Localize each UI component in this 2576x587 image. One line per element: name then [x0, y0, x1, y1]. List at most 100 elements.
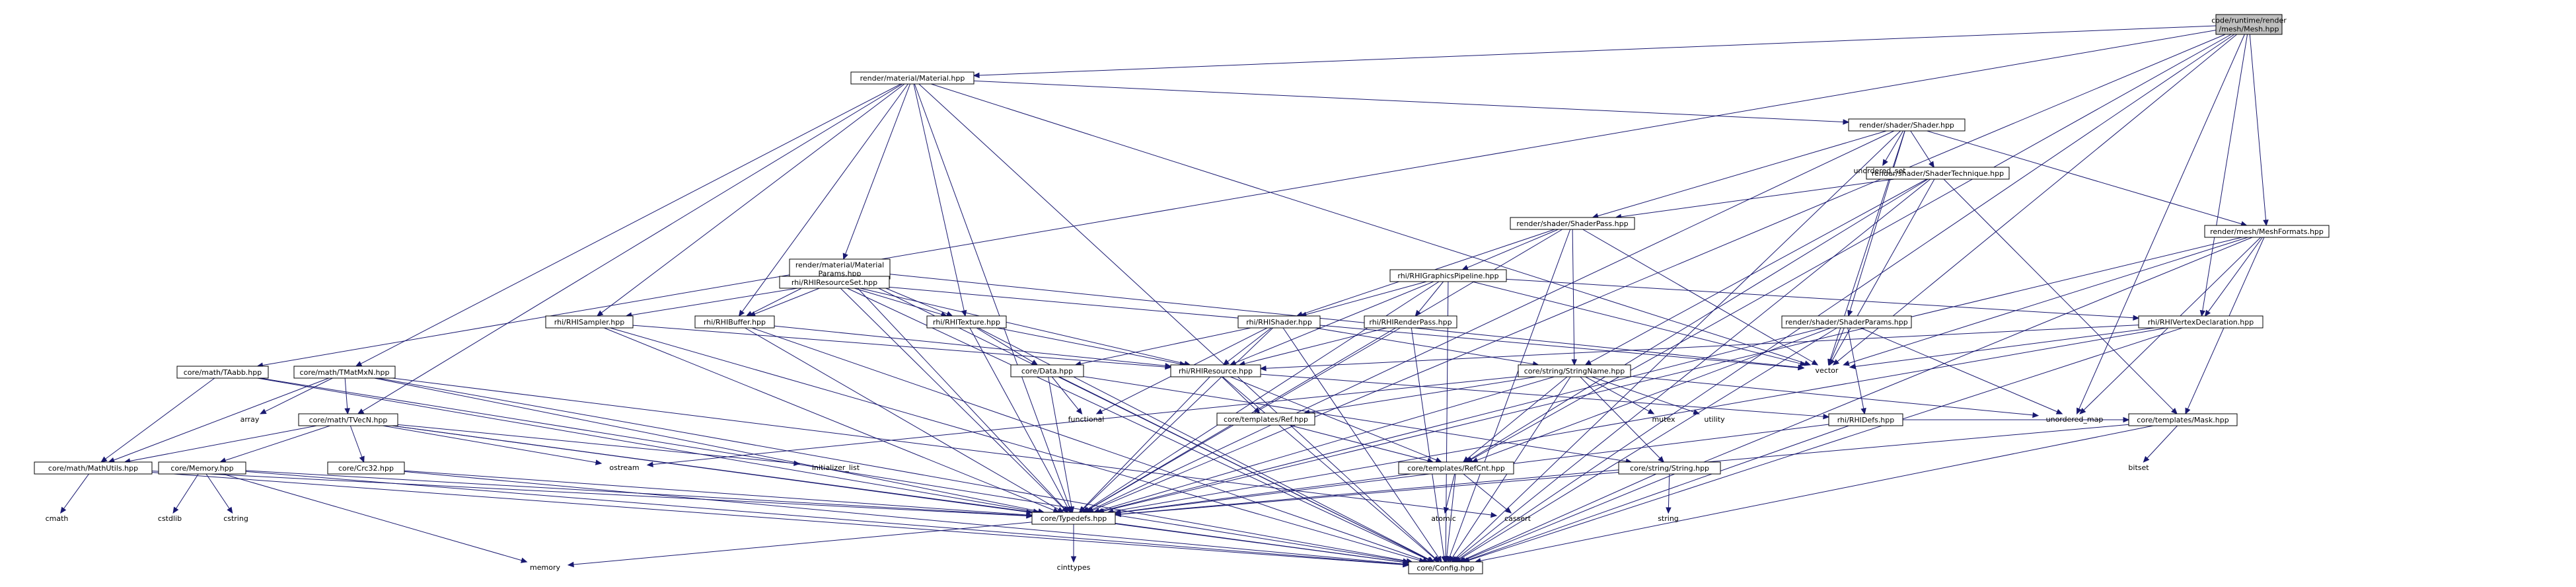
edge-matparams-to-vector: [889, 274, 1799, 368]
edge-arrowhead: [359, 455, 365, 463]
node-config[interactable]: core/Config.hpp: [1408, 561, 1483, 574]
edge-vertexdecl-to-vector: [1855, 327, 2155, 367]
node-box: [1510, 217, 1635, 230]
edge-arrowhead: [60, 506, 67, 514]
node-resset[interactable]: rhi/RHIResourceSet.hpp: [779, 276, 890, 289]
node-typedefs[interactable]: core/Typedefs.hpp: [1031, 512, 1116, 525]
edge-string-to-string_std: [1668, 473, 1670, 508]
node-rhishader[interactable]: rhi/RHIShader.hpp: [1237, 315, 1321, 329]
edge-tvecn-to-initializer_list: [397, 424, 795, 464]
edge-resource-to-refcnt: [1230, 376, 1437, 461]
node-shaderpass[interactable]: render/shader/ShaderPass.hpp: [1510, 217, 1635, 230]
node-material[interactable]: render/material/Material.hpp: [850, 71, 975, 85]
edge-material-to-typedefs: [914, 83, 1070, 508]
node-sampler[interactable]: rhi/RHISampler.hpp: [545, 315, 634, 329]
node-data[interactable]: core/Data.hpp: [1010, 364, 1084, 377]
node-label: render/material/Material.hpp: [860, 74, 965, 83]
node-stringname[interactable]: core/string/StringName.hpp: [1518, 364, 1631, 377]
edge-arrowhead: [2079, 408, 2086, 414]
node-memory[interactable]: core/Memory.hpp: [158, 461, 246, 475]
edge-meshformats-to-vertexdecl: [2207, 237, 2263, 312]
node-tvecn[interactable]: core/math/TVecN.hpp: [298, 413, 398, 426]
edge-rhishader-to-resource: [1227, 327, 1272, 362]
edge-resource-to-typedefs: [1082, 376, 1210, 509]
node-crc32[interactable]: core/Crc32.hpp: [327, 461, 405, 475]
node-box: [327, 461, 405, 475]
node-mask[interactable]: core/templates/Mask.hpp: [2128, 413, 2238, 426]
node-box: [779, 276, 890, 289]
edge-arrowhead: [596, 310, 604, 317]
edge-shader-to-config: [1455, 130, 1901, 559]
edge-renderpass-to-config: [1411, 327, 1445, 557]
edge-arrowhead: [344, 408, 350, 415]
edge-rhishader-to-data: [1080, 327, 1251, 364]
edge-stringname-to-utility: [1591, 376, 1695, 412]
edge-arrowhead: [1259, 365, 1267, 372]
node-label: string: [1658, 514, 1679, 523]
node-cmath: cmath: [46, 514, 69, 523]
node-box: [1031, 512, 1116, 525]
edge-arrowhead: [1860, 407, 1866, 415]
node-box: [926, 315, 1007, 329]
edge-stringname-to-string: [1580, 376, 1660, 459]
node-label: core/Typedefs.hpp: [1041, 514, 1107, 523]
edge-arrowhead: [1658, 455, 1665, 463]
node-buffer[interactable]: rhi/RHIBuffer.hpp: [694, 315, 775, 329]
node-refcnt[interactable]: core/templates/RefCnt.hpp: [1398, 461, 1514, 475]
node-label: rhi/RHIDefs.hpp: [1837, 416, 1895, 424]
node-box: [850, 71, 975, 85]
node-string[interactable]: core/string/String.hpp: [1618, 461, 1721, 475]
node-shader[interactable]: render/shader/Shader.hpp: [1848, 118, 1966, 132]
node-mathutils[interactable]: core/math/MathUtils.hpp: [34, 461, 153, 475]
edge-shader-to-meshformats: [1927, 130, 2242, 225]
node-label: render/shader/ShaderTechnique.hpp: [1872, 169, 2004, 178]
edge-mesh-to-unordered_map: [2079, 34, 2245, 409]
node-vertexdecl[interactable]: rhi/RHIVertexDeclaration.hpp: [2138, 315, 2263, 329]
edge-string-to-typedefs: [1120, 471, 1619, 515]
node-tmatmxn[interactable]: core/math/TMatMxN.hpp: [293, 366, 396, 379]
node-box: [1828, 413, 1903, 426]
node-label: core/Memory.hpp: [170, 464, 233, 473]
node-label: atomic: [1431, 514, 1456, 523]
edge-resset-to-vector: [889, 286, 1799, 368]
node-label: rhi/RHISampler.hpp: [554, 318, 624, 327]
edge-arrowhead: [1070, 556, 1077, 563]
node-cstring: cstring: [223, 514, 248, 523]
edge-tvecn-to-mathutils: [129, 425, 317, 462]
edge-vertexdecl-to-typedefs: [1113, 327, 2167, 512]
node-box: [298, 413, 398, 426]
node-shadertech[interactable]: render/shader/ShaderTechnique.hpp: [1866, 167, 2010, 180]
edge-shaderparams-to-rhidefs: [1847, 327, 1864, 409]
edge-arrowhead: [973, 72, 980, 79]
node-pipeline[interactable]: rhi/RHIGraphicsPipeline.hpp: [1389, 269, 1507, 282]
nodes-layer: code/runtime/render/mesh/Mesh.hpp render/…: [34, 14, 2330, 574]
node-texture[interactable]: rhi/RHITexture.hpp: [926, 315, 1007, 329]
node-vector: vector: [1816, 366, 1839, 375]
edge-arrowhead: [1584, 360, 1592, 366]
node-renderpass[interactable]: rhi/RHIRenderPass.hpp: [1364, 315, 1457, 329]
edge-buffer-to-resource: [774, 325, 1166, 366]
node-label: utility: [1704, 415, 1725, 424]
edge-arrowhead: [1828, 358, 1834, 366]
node-ref[interactable]: core/templates/Ref.hpp: [1216, 412, 1315, 426]
node-rhidefs[interactable]: rhi/RHIDefs.hpp: [1828, 413, 1903, 426]
edge-arrowhead: [793, 460, 801, 467]
edge-mesh-to-vertexdecl: [2202, 34, 2248, 311]
edge-memory-to-cstring: [205, 473, 230, 509]
node-shaderparams[interactable]: render/shader/ShaderParams.hpp: [1781, 315, 1912, 329]
node-meshformats[interactable]: render/mesh/MeshFormats.hpp: [2204, 225, 2330, 238]
edge-arrowhead: [1443, 506, 1450, 514]
edge-arrowhead: [1095, 409, 1103, 414]
edge-mathutils-to-cmath: [63, 473, 89, 509]
node-taabb[interactable]: core/math/TAabb.hpp: [176, 366, 269, 379]
node-array: array: [240, 415, 260, 424]
node-label: rhi/RHIShader.hpp: [1246, 318, 1312, 327]
edge-sampler-to-typedefs: [604, 327, 1054, 511]
node-resource[interactable]: rhi/RHIResource.hpp: [1170, 364, 1261, 377]
edge-refcnt-to-cassert: [1463, 473, 1508, 510]
node-box: [34, 461, 153, 475]
node-mesh[interactable]: code/runtime/render/mesh/Mesh.hpp: [2211, 14, 2287, 35]
node-box: [1364, 315, 1457, 329]
